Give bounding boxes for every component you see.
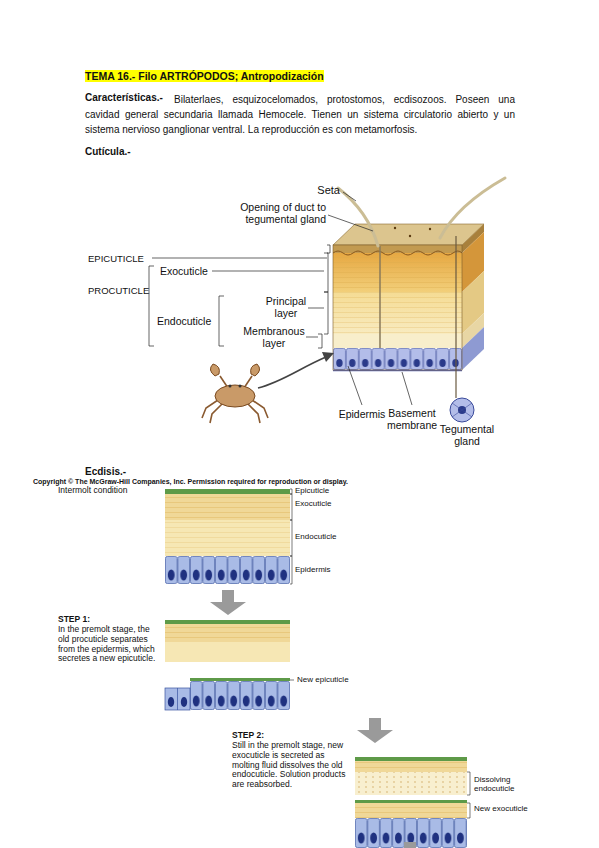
step-text: In the premolt stage, the old procuticle… xyxy=(58,625,158,664)
part-label: New epicuticle xyxy=(297,675,349,685)
part-label: Principal layer xyxy=(262,296,310,319)
step-arrow xyxy=(210,590,246,615)
block-outline xyxy=(333,245,462,370)
body-paragraph: Bilaterlaes, esquizocelomados, protostom… xyxy=(85,92,515,137)
principal-layer xyxy=(333,292,462,334)
crab-drawing xyxy=(202,364,268,423)
part-label: Dissolving endocuticle xyxy=(474,776,546,794)
part-label: Epicuticle xyxy=(295,486,329,496)
exocuticle-layer xyxy=(333,253,462,292)
step-arrow xyxy=(404,842,416,848)
part-label: Basement membrane xyxy=(384,408,440,431)
leader-lines xyxy=(467,772,470,818)
part-label: New exocuticle xyxy=(474,805,546,814)
part-label: EPICUTICLE xyxy=(88,253,144,264)
gland-duct xyxy=(455,236,456,398)
step-heading: STEP 2: xyxy=(232,730,264,740)
part-label: Epidermis xyxy=(295,565,331,575)
step-heading: STEP 1: xyxy=(58,614,90,624)
epidermis-cells xyxy=(333,348,462,370)
seta-hair xyxy=(338,188,378,246)
epicuticle-wave xyxy=(333,251,462,255)
figure-label: Intermolt condition xyxy=(58,485,127,495)
part-label: Exocuticle xyxy=(160,265,208,278)
part-label: Epidermis xyxy=(332,408,392,421)
principal-stripes xyxy=(333,292,462,334)
seta-base xyxy=(379,246,381,348)
part-label: Exocuticle xyxy=(295,499,331,509)
part-label: Seta xyxy=(300,184,340,197)
part-label: Endocuticle xyxy=(295,532,336,542)
part-label: PROCUTICLE xyxy=(88,285,149,296)
membranous-layer xyxy=(333,334,462,348)
seta-hair xyxy=(440,178,505,238)
section-heading: Ecdisis.- xyxy=(85,466,126,478)
step-text: Still in the premolt stage, new exocutic… xyxy=(232,741,350,790)
zoom-arrow xyxy=(258,357,326,388)
side-epidermis xyxy=(462,327,484,370)
epicuticle-layer xyxy=(333,245,462,253)
step1-block xyxy=(165,620,290,710)
part-label: Membranous layer xyxy=(238,326,310,349)
part-label: Endocuticle xyxy=(157,315,211,328)
tegumental-gland xyxy=(450,398,474,422)
part-label: Opening of duct to tegumental gland xyxy=(222,202,326,225)
page-title: TEMA 16.- Filo ARTRÓPODOS; Antropodizaci… xyxy=(85,70,324,82)
part-label: Tegumental gland xyxy=(436,424,498,447)
exocuticle-stripes xyxy=(333,253,462,292)
block-top xyxy=(333,224,484,245)
leader-lines xyxy=(290,489,292,584)
intermolt-block xyxy=(165,489,290,584)
section-heading: Características.- xyxy=(85,92,163,104)
leader-lines xyxy=(149,192,412,405)
step2-block xyxy=(355,757,467,848)
section-heading: Cutícula.- xyxy=(85,146,131,158)
step-arrow xyxy=(357,718,393,743)
